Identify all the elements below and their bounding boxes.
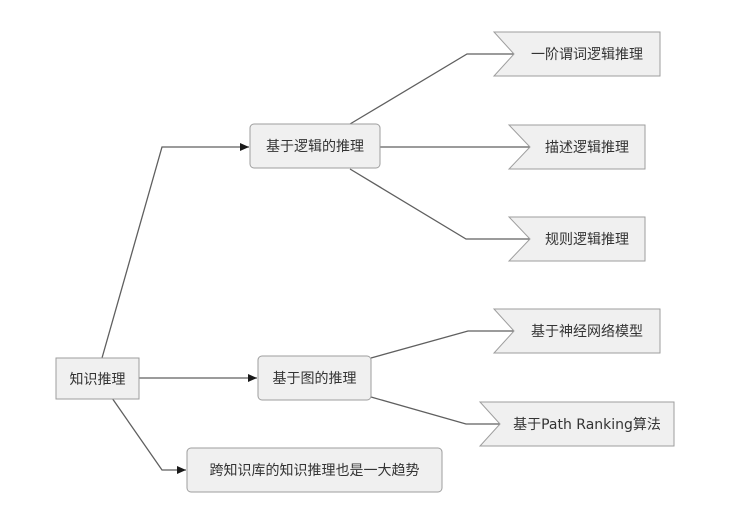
branch-logic-label: 基于逻辑的推理 — [266, 138, 364, 155]
leaf-neural-network-model: 基于神经网络模型 — [492, 308, 661, 354]
branch-logic-node: 基于逻辑的推理 — [249, 123, 381, 169]
root-label: 知识推理 — [70, 371, 126, 388]
leaf-first-order-logic: 一阶谓词逻辑推理 — [492, 31, 661, 77]
branch-graph-label: 基于图的推理 — [273, 370, 357, 387]
branch-graph-node: 基于图的推理 — [257, 355, 372, 401]
root-node: 知识推理 — [55, 357, 140, 400]
leaf-description-logic: 描述逻辑推理 — [507, 124, 646, 170]
edge-logic-to-rule — [349, 168, 530, 240]
leaf-first-order-logic-label: 一阶谓词逻辑推理 — [531, 47, 643, 63]
edge-graph-to-neural — [370, 330, 514, 359]
leaf-neural-network-model-label: 基于神经网络模型 — [531, 323, 643, 340]
leaf-path-ranking-label: 基于Path Ranking算法 — [513, 416, 661, 433]
edge-graph-to-path-ranking — [370, 396, 500, 425]
edge-root-to-logic — [101, 143, 249, 359]
branch-cross-kb-label: 跨知识库的知识推理也是一大趋势 — [210, 462, 420, 479]
leaf-description-logic-label: 描述逻辑推理 — [545, 140, 629, 156]
leaf-rule-logic: 规则逻辑推理 — [507, 216, 646, 262]
edge-root-to-cross-kb — [111, 397, 186, 474]
branch-cross-kb-node: 跨知识库的知识推理也是一大趋势 — [186, 447, 443, 493]
leaf-rule-logic-label: 规则逻辑推理 — [545, 232, 629, 248]
leaf-path-ranking: 基于Path Ranking算法 — [478, 401, 675, 447]
edge-logic-to-first-order — [349, 53, 514, 125]
